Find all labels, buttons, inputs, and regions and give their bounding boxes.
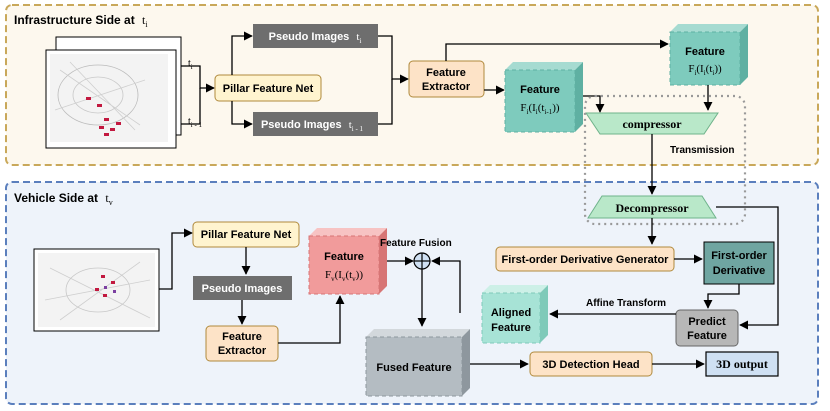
affine-label: Affine Transform (586, 298, 666, 309)
derivative-line2: Derivative (713, 265, 766, 277)
derivative-box (703, 241, 775, 285)
derivative-line1: First-order (711, 250, 767, 262)
frame-label-ti: ti (188, 58, 193, 71)
aligned-line1: Aligned (491, 307, 531, 319)
edge-vehicle-extractor-feature (278, 295, 345, 344)
feature-vehicle-title: Feature (324, 251, 364, 263)
fused-feature-cube (365, 329, 470, 397)
vehicle-extractor-line1: Feature (222, 331, 262, 343)
feature-prev-formula: Fi(Ii(ti-1)) (520, 102, 560, 116)
infra-title: Infrastructure Side at ti (14, 13, 148, 29)
aligned-line2: Feature (491, 322, 531, 334)
transmission-link (583, 94, 747, 226)
vehicle-pillar-net-label: Pillar Feature Net (201, 229, 292, 241)
output-box (705, 351, 779, 377)
predict-line2: Feature (687, 330, 727, 342)
pseudo-images-ti-1-label: Pseudo Images ti - 1 (261, 119, 364, 133)
pseudo-images-ti-1-box (253, 112, 378, 136)
edge-pillar-pseudo-bottom (231, 101, 253, 129)
infra-pillar-net-label: Pillar Feature Net (223, 83, 314, 95)
feature-cube-vehicle (308, 228, 387, 295)
feature-current-title: Feature (685, 46, 725, 58)
derivative-generator-label: First-order Derivative Generator (502, 254, 670, 266)
compressor-label: compressor (622, 117, 682, 131)
feature-current-formula: Fi(Ii(ti)) (688, 63, 722, 77)
decompressor-label: Decompressor (615, 201, 689, 215)
aligned-feature-cube (481, 285, 548, 344)
edge-decompressor-predict (716, 206, 779, 330)
predict-line1: Predict (688, 316, 726, 328)
vehicle-point-cloud (33, 248, 160, 332)
edge-derivative-predict (703, 284, 740, 309)
pseudo-images-ti-box (253, 24, 378, 48)
vehicle-pseudo-label: Pseudo Images (202, 283, 283, 295)
feature-vehicle-formula: Fv(Iv(tv)) (325, 269, 363, 283)
edge-vehicle-cloud-pillar (159, 228, 193, 290)
feature-prev-title: Feature (520, 84, 560, 96)
edge-aligned-fusion (431, 256, 461, 313)
fused-feature-label: Fused Feature (376, 362, 451, 374)
output-label: 3D output (716, 357, 768, 371)
edge-pillar-pseudo-top (231, 31, 253, 75)
decompressor-shape (587, 195, 717, 219)
infra-point-cloud-stack (45, 36, 182, 149)
compressor-shape (585, 112, 719, 135)
pseudo-images-ti-label: Pseudo Images ti (269, 31, 362, 45)
edge-feature-prev-compressor (583, 95, 605, 113)
feature-cube-current (669, 24, 748, 86)
fusion-label: Feature Fusion (380, 238, 452, 249)
infra-pillar-net-box (214, 74, 322, 102)
predict-feature-box (675, 309, 739, 347)
detection-head-label: 3D Detection Head (542, 359, 639, 371)
vehicle-extractor-line2: Extractor (218, 345, 267, 357)
infra-extractor-line2: Extractor (422, 81, 471, 93)
infra-extractor-line1: Feature (426, 67, 466, 79)
feature-cube-prev (504, 62, 583, 133)
vehicle-title: Vehicle Side at tv (14, 191, 113, 207)
frame-label-ti-1: ti - 1 (188, 116, 203, 129)
edge-frame-ti-1 (181, 88, 201, 125)
edge-extractor-feature-current (445, 39, 669, 61)
edge-pseudo-bottom-extractor (378, 79, 393, 125)
edge-pseudo-top-extractor (378, 35, 409, 84)
vehicle-pseudo-box (193, 276, 292, 300)
edge-frame-ti (181, 65, 215, 93)
transmission-label: Transmission (670, 145, 734, 156)
